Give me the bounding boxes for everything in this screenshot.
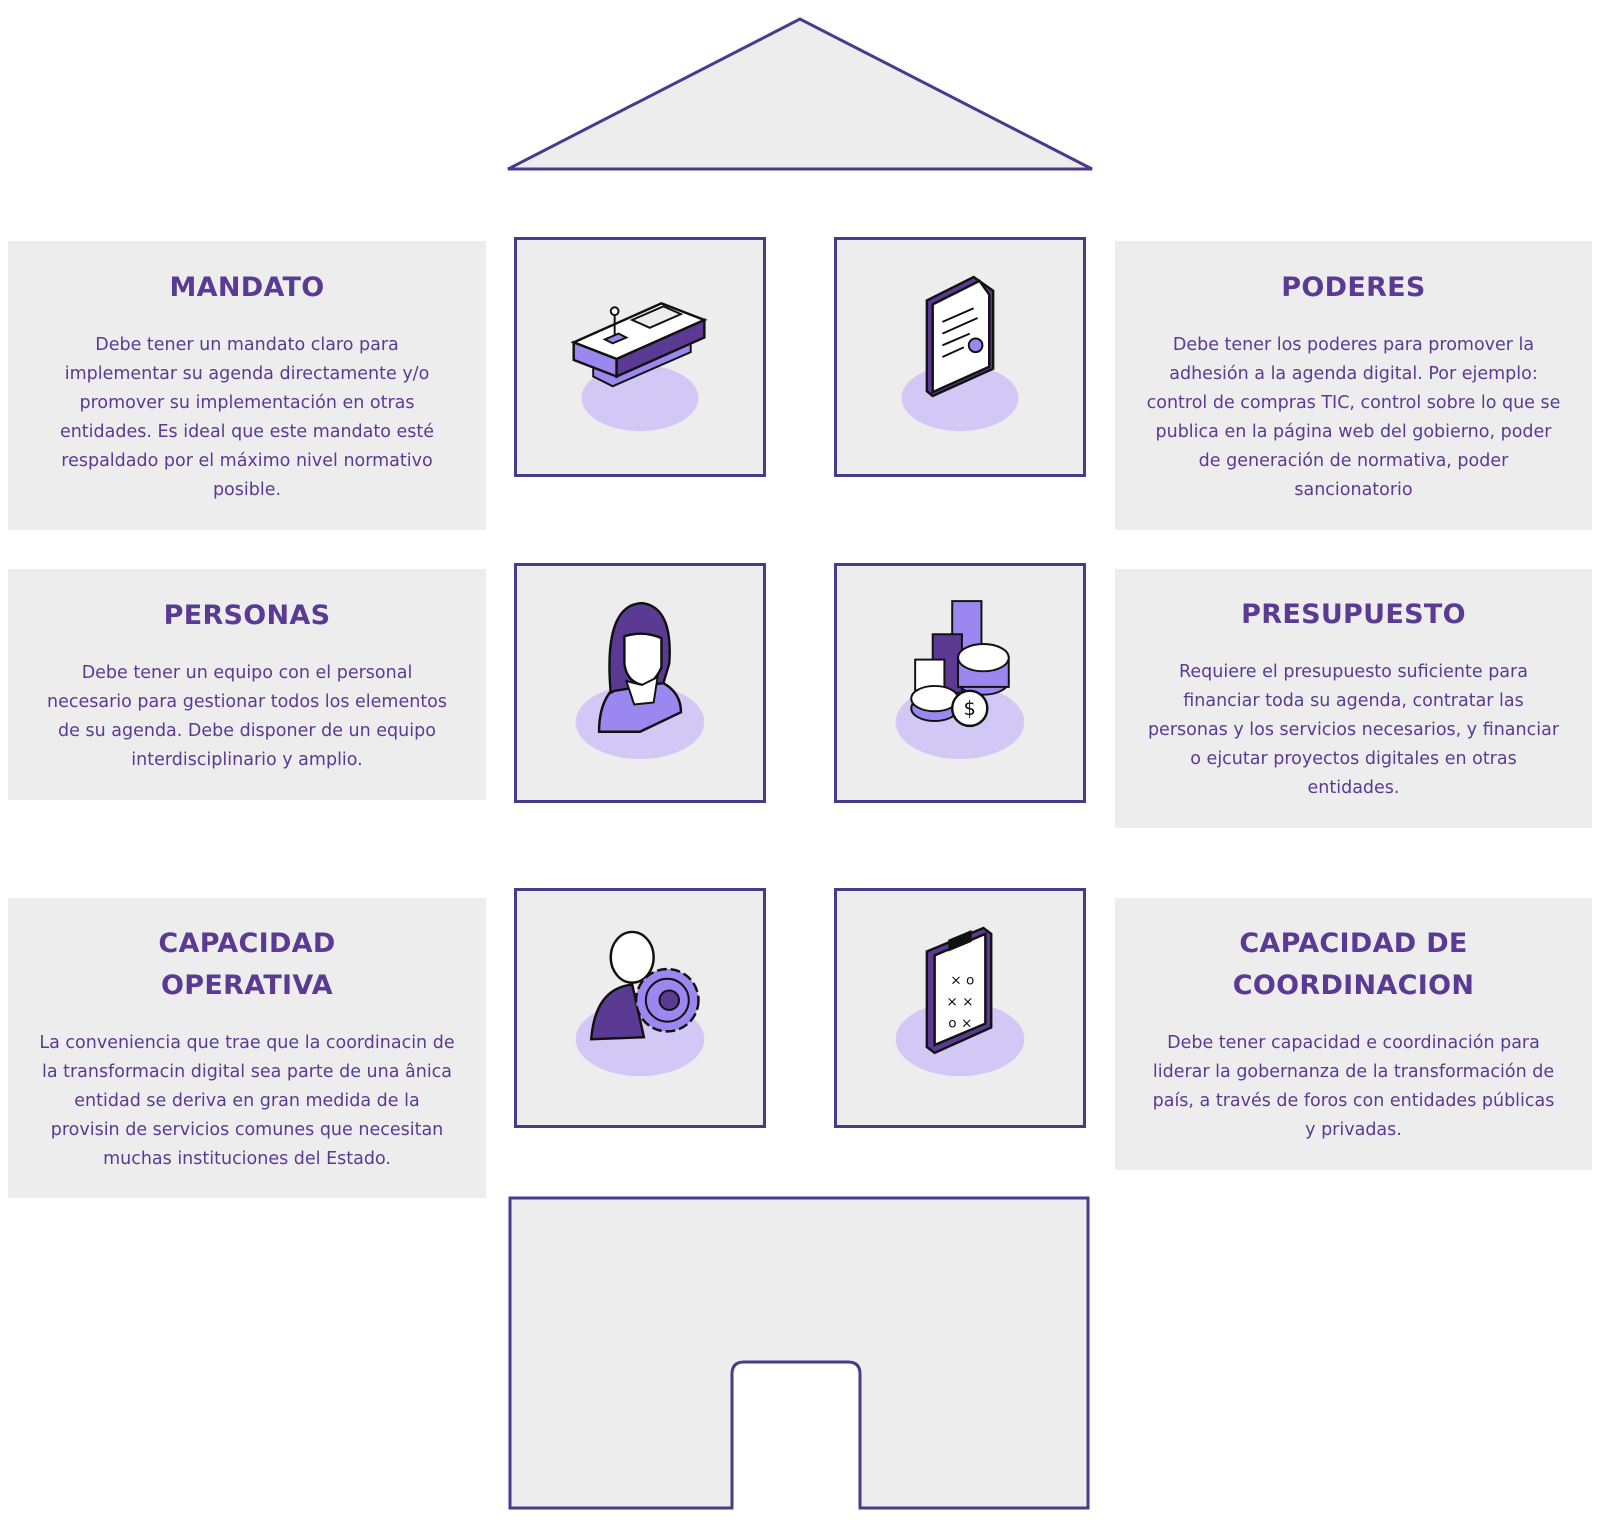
pillar-title: CAPACIDAD OPERATIVA xyxy=(158,927,336,1001)
pillar-card-poderes: PODERES Debe tener los poderes para prom… xyxy=(1115,241,1592,530)
pillar-title: PODERES xyxy=(1281,271,1426,303)
person-icon xyxy=(575,601,705,760)
icon-box-capacidad-operativa xyxy=(514,888,766,1128)
pillar-description: Debe tener los poderes para promover la … xyxy=(1146,334,1561,500)
pillar-card-personas: PERSONAS Debe tener un equipo con el per… xyxy=(8,569,486,800)
document-seal-icon xyxy=(901,275,1019,432)
svg-text:$: $ xyxy=(964,697,976,720)
pillar-card-presupuesto: PRESUPUESTO Requiere el presupuesto sufi… xyxy=(1115,569,1592,828)
pillar-title: PRESUPUESTO xyxy=(1241,599,1466,630)
pillar-description: Debe tener capacidad e coordinación para… xyxy=(1152,1033,1555,1140)
pillar-description: Debe tener un equipo con el personal nec… xyxy=(46,662,448,770)
strategy-clipboard-icon: × o × × o × xyxy=(895,926,1025,1077)
pillar-title: CAPACIDAD DE COORDINACION xyxy=(1232,928,1475,1001)
pillar-title: PERSONAS xyxy=(163,599,331,631)
pillar-description: Requiere el presupuesto suficiente para … xyxy=(1147,662,1560,798)
icon-box-presupuesto: $ xyxy=(834,563,1086,803)
svg-text:× o: × o xyxy=(950,973,974,989)
user-gear-icon xyxy=(575,930,705,1077)
house-roof xyxy=(507,17,1093,171)
pillar-description: La conveniencia que trae que la coordina… xyxy=(39,1032,455,1169)
pillar-description: Debe tener un mandato claro para impleme… xyxy=(59,334,435,500)
icon-box-capacidad-coordinacion: × o × × o × xyxy=(834,888,1086,1128)
pillar-card-capacidad-coordinacion: CAPACIDAD DE COORDINACION Debe tener cap… xyxy=(1115,898,1592,1170)
svg-text:× ×: × × xyxy=(946,994,973,1010)
icon-box-personas xyxy=(514,563,766,803)
icon-box-mandato xyxy=(514,237,766,477)
coins-chart-icon: $ xyxy=(895,600,1025,760)
podium-icon xyxy=(570,302,708,432)
pillar-card-capacidad-operativa: CAPACIDAD OPERATIVA La conveniencia que … xyxy=(8,898,486,1198)
icon-box-poderes xyxy=(834,237,1086,477)
pillar-card-mandato: MANDATO Debe tener un mandato claro para… xyxy=(8,241,486,530)
house-base-with-door xyxy=(508,1196,1090,1510)
pillar-title: MANDATO xyxy=(169,271,325,303)
svg-text:o ×: o × xyxy=(948,1016,972,1032)
